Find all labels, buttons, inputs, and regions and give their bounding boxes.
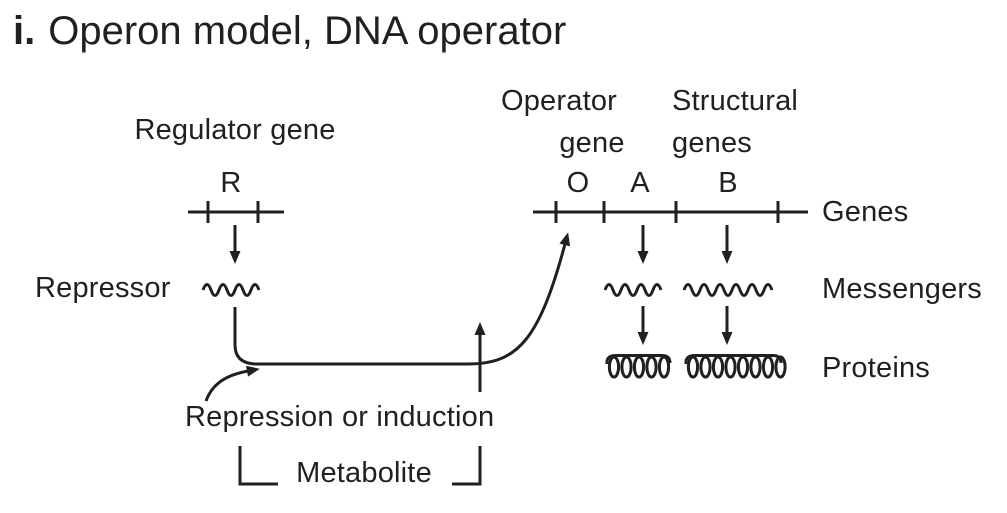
- gene-a-label: A: [630, 167, 650, 199]
- gene-o-label: O: [566, 167, 590, 199]
- messengers-row-label: Messengers: [822, 273, 982, 305]
- repression-or-induction-label: Repression or induction: [185, 401, 495, 433]
- repressor-action-curve: [233, 232, 571, 366]
- protein-coil-spine: [684, 354, 783, 365]
- protein-coil-loop: [607, 355, 621, 379]
- messenger-a-squiggle: [603, 283, 663, 297]
- genes-row-label: Genes: [822, 196, 909, 228]
- messenger-b-squiggle: [682, 283, 774, 297]
- metabolite-connector-left: [238, 446, 278, 486]
- figure-title-text: Operon model, DNA operator: [48, 9, 567, 53]
- figure-index: i.: [13, 9, 36, 53]
- regulator-dna-ticks: [206, 201, 260, 223]
- induction-pointer-arrow: [204, 365, 260, 402]
- protein-coil-loop: [724, 355, 737, 379]
- protein-coil-loop: [749, 355, 762, 379]
- metabolite-label: Metabolite: [296, 457, 432, 489]
- protein-coil-loop: [620, 355, 633, 379]
- protein-coil-loop: [711, 355, 725, 379]
- protein-coil-loop: [686, 355, 700, 379]
- gene-b-label: B: [718, 167, 738, 199]
- repressor-squiggle: [201, 283, 261, 297]
- protein-coil-loop: [645, 355, 658, 379]
- protein-coil-loop: [657, 355, 671, 379]
- gene-r-label: R: [220, 167, 242, 199]
- structural-genes-label-line2: genes: [671, 127, 753, 159]
- protein-coil-loop: [632, 355, 646, 379]
- protein-coil-loop: [699, 355, 712, 379]
- operon-dna-ticks: [554, 201, 780, 223]
- operator-gene-label-line1: Operator: [500, 85, 618, 117]
- proteins-row-label: Proteins: [822, 352, 930, 384]
- protein-b-coil: [684, 354, 787, 379]
- protein-coil-loop: [774, 355, 787, 379]
- regulator-gene-label: Regulator gene: [134, 114, 336, 146]
- figure-title: i. Operon model, DNA operator: [13, 9, 566, 53]
- operator-gene-label-line2: gene: [559, 127, 625, 159]
- protein-coil-loop: [761, 355, 775, 379]
- structural-genes-label-line1: Structural: [671, 85, 799, 117]
- repressor-label: Repressor: [35, 272, 171, 304]
- protein-coil-loop: [736, 355, 750, 379]
- metabolite-connector-right: [452, 446, 482, 486]
- protein-a-coil: [605, 354, 672, 379]
